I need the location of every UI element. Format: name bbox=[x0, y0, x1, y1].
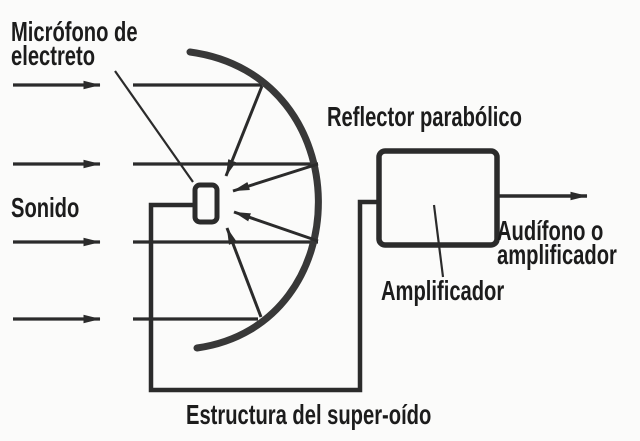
reflected-ray-1 bbox=[224, 85, 264, 177]
reflector-label: Reflector parabólico bbox=[327, 101, 522, 132]
parabolic-reflector-arc bbox=[186, 48, 322, 352]
reflected-ray-arrows bbox=[224, 85, 319, 318]
reflected-ray-4 bbox=[225, 227, 263, 318]
amplifier-leader-line bbox=[432, 204, 445, 278]
amplifier-label: Amplificador bbox=[381, 275, 505, 306]
sound-label: Sonido bbox=[11, 192, 80, 223]
connection-wire bbox=[148, 199, 379, 393]
reflected-ray-2 bbox=[232, 162, 319, 193]
microphone-leader-line bbox=[114, 70, 194, 183]
sound-ray-lines bbox=[133, 83, 318, 321]
microphone-label: Micrófono de electreto bbox=[11, 16, 138, 71]
reflected-ray-3 bbox=[233, 210, 319, 243]
microphone-shape bbox=[192, 182, 220, 225]
output-device-label: Audífono o amplificador bbox=[497, 215, 617, 270]
diagram-caption: Estructura del super-oído bbox=[186, 399, 432, 430]
sound-wave-arrows bbox=[13, 80, 101, 324]
